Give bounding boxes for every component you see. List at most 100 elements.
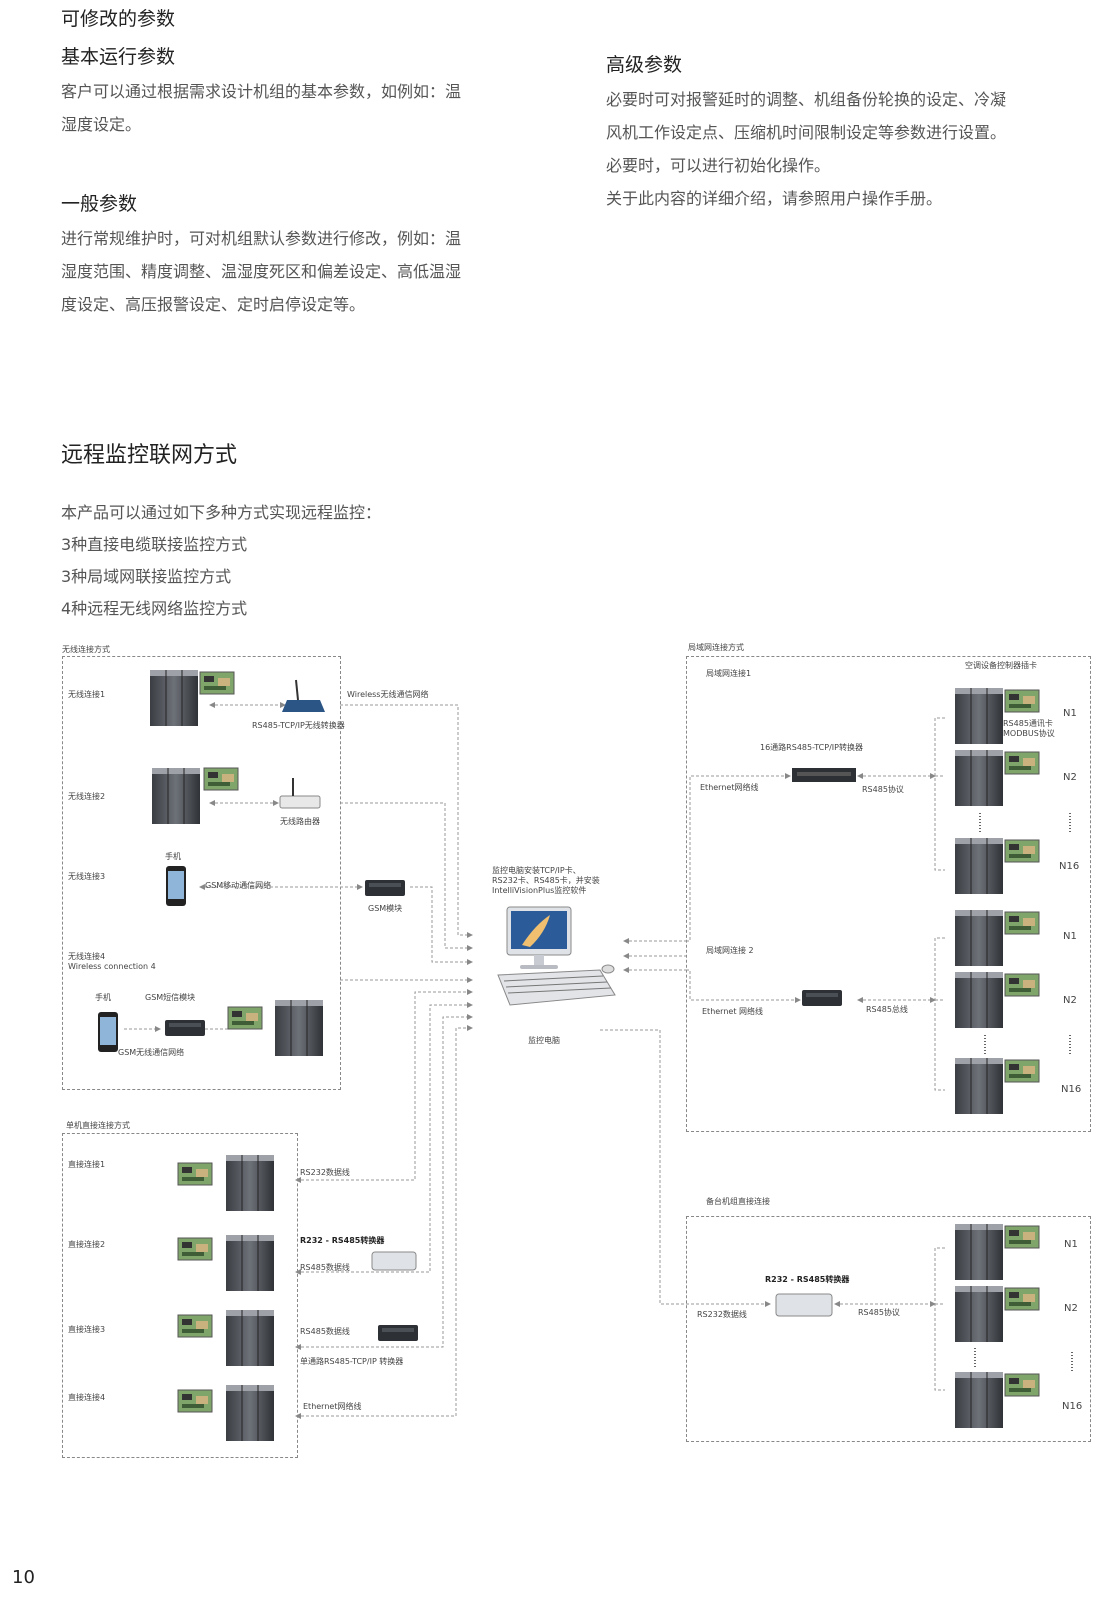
cabinet-unit	[274, 999, 324, 1057]
wireless-group-box	[62, 656, 341, 1090]
note-line: MODBUS协议	[1003, 729, 1055, 738]
text-line: 必要时，可以进行初始化操作。	[606, 156, 831, 175]
phone-icon	[166, 866, 186, 906]
controller-card	[1004, 1059, 1040, 1083]
backup-converter-icon	[775, 1293, 833, 1317]
wireless-group-title: 无线连接方式	[62, 645, 110, 654]
advanced-params-body: 必要时可对报警延时的调整、机组备份轮换的设定、冷凝 风机工作设定点、压缩机时间限…	[606, 83, 1106, 215]
wireless-conn-2-label: 无线连接2	[68, 792, 106, 801]
cabinet-unit	[954, 909, 1004, 967]
cabinet-unit	[225, 1384, 275, 1442]
backup-group-box	[686, 1216, 1091, 1442]
controller-card	[177, 1314, 213, 1338]
ethernet-line-label: Ethernet网络线	[303, 1402, 362, 1411]
page-number: 10	[12, 1567, 35, 1588]
cabinet-unit	[225, 1154, 275, 1212]
lan-conn-2-label: 局域网连接 2	[706, 946, 754, 955]
lan-converter-icon	[802, 990, 842, 1006]
direct-group-title: 单机直接连接方式	[66, 1121, 130, 1130]
backup-converter-label: R232 - RS485转换器	[765, 1275, 850, 1284]
cabinet-unit	[225, 1309, 275, 1367]
cabinet-unit	[149, 669, 199, 727]
general-params-body: 进行常规维护时，可对机组默认参数进行修改，例如：温 湿度范围、精度调整、温湿度死…	[61, 222, 561, 321]
unit-n2-label: N2	[1063, 995, 1077, 1006]
cabinet-unit	[954, 1371, 1004, 1429]
unit-n16-label: N16	[1061, 1084, 1082, 1095]
conv16-icon	[792, 768, 856, 782]
controller-card	[1004, 911, 1040, 935]
text-line: 4种远程无线网络监控方式	[61, 599, 248, 618]
rs485-wireless-converter-label: RS485-TCP/IP无线转换器	[252, 721, 345, 730]
text-line: 度设定、高压报警设定、定时启停设定等。	[61, 295, 366, 314]
general-params-title: 一般参数	[61, 193, 138, 215]
controller-card	[199, 671, 235, 695]
card-note: RS485通讯卡 MODBUS协议	[1003, 719, 1055, 739]
phone-label-2: 手机	[95, 993, 111, 1002]
note-line: RS232卡、RS485卡，并安装	[492, 876, 600, 885]
controller-card	[1004, 839, 1040, 863]
lan-conn-1-label: 局域网连接1	[706, 669, 752, 678]
router-icon	[279, 778, 321, 809]
wireless-converter-icon	[282, 679, 325, 712]
controller-card	[177, 1162, 213, 1186]
cabinet-unit	[954, 971, 1004, 1029]
wireless-conn-3-label: 无线连接3	[68, 872, 106, 881]
advanced-params-title: 高级参数	[606, 54, 683, 76]
unit-n16-label: N16	[1062, 1401, 1083, 1412]
text-line: 必要时可对报警延时的调整、机组备份轮换的设定、冷凝	[606, 90, 1007, 109]
note-line: IntelliVisionPlus监控软件	[492, 886, 587, 895]
unit-n2-label: N2	[1064, 1303, 1078, 1314]
wireless-net-label: Wireless无线通信网络	[347, 690, 429, 699]
text-line: 本产品可以通过如下多种方式实现远程监控：	[61, 503, 382, 522]
text-line: 3种直接电缆联接监控方式	[61, 535, 248, 554]
cabinet-unit	[954, 687, 1004, 745]
basic-params-title: 基本运行参数	[61, 46, 176, 68]
cabinet-unit	[954, 1057, 1004, 1115]
text-line: 客户可以通过根据需求设计机组的基本参数，如例如：温	[61, 82, 462, 101]
controller-card	[203, 767, 239, 791]
controller-card-label: 空调设备控制器插卡	[965, 661, 1037, 670]
wireless-router-label: 无线路由器	[280, 817, 320, 826]
backup-group-title: 备台机组直接连接	[706, 1197, 770, 1206]
text-line: 关于此内容的详细介绍，请参照用户操作手册。	[606, 189, 943, 208]
ethernet-label-2: Ethernet 网络线	[702, 1007, 764, 1016]
lan-group-title: 局域网连接方式	[688, 643, 744, 652]
monitor-note: 监控电脑安装TCP/IP卡、 RS232卡、RS485卡，并安装 Intelli…	[492, 866, 600, 896]
controller-card	[1004, 1373, 1040, 1397]
gsm-wireless-net-label: GSM无线通信网络	[118, 1048, 185, 1057]
controller-card	[227, 1006, 263, 1030]
monitor-computer-icon	[490, 905, 625, 1025]
controller-card	[177, 1389, 213, 1413]
text-line: 湿度设定。	[61, 115, 142, 134]
phone-label: 手机	[165, 852, 181, 861]
text-line: 进行常规维护时，可对机组默认参数进行修改，例如：温	[61, 229, 462, 248]
controller-card	[1004, 1287, 1040, 1311]
controller-card	[1004, 1225, 1040, 1249]
controller-card	[1004, 689, 1040, 713]
unit-n2-label: N2	[1063, 772, 1077, 783]
gsm-sms-module-label: GSM短信模块	[145, 993, 196, 1002]
rs232-line-label: RS232数据线	[300, 1168, 350, 1177]
direct-conn-2-label: 直接连接2	[68, 1240, 106, 1249]
unit-n1-label: N1	[1064, 1239, 1078, 1250]
direct-conn-4-label: 直接连接4	[68, 1393, 106, 1402]
lan-group-box	[686, 656, 1091, 1132]
rs485-line-label-1: RS485数据线	[300, 1263, 350, 1272]
r232-rs485-converter-label: R232 - RS485转换器	[300, 1236, 385, 1245]
single-converter-icon	[378, 1325, 418, 1341]
text-line: 风机工作设定点、压缩机时间限制设定等参数进行设置。	[606, 123, 1007, 142]
unit-n16-label: N16	[1059, 861, 1080, 872]
remote-intro: 本产品可以通过如下多种方式实现远程监控： 3种直接电缆联接监控方式 3种局域网联…	[61, 497, 381, 625]
gsm-network-label: GSM移动通信网络	[205, 881, 272, 890]
direct-conn-3-label: 直接连接3	[68, 1325, 106, 1334]
gsm-module-icon	[365, 880, 405, 896]
controller-card	[177, 1237, 213, 1261]
monitor-pc-label: 监控电脑	[528, 1036, 560, 1045]
wireless-conn-4-en-label: Wireless connection 4	[68, 962, 156, 971]
cabinet-unit	[954, 749, 1004, 807]
section-title: 可修改的参数	[61, 8, 176, 30]
remote-title: 远程监控联网方式	[61, 443, 238, 468]
